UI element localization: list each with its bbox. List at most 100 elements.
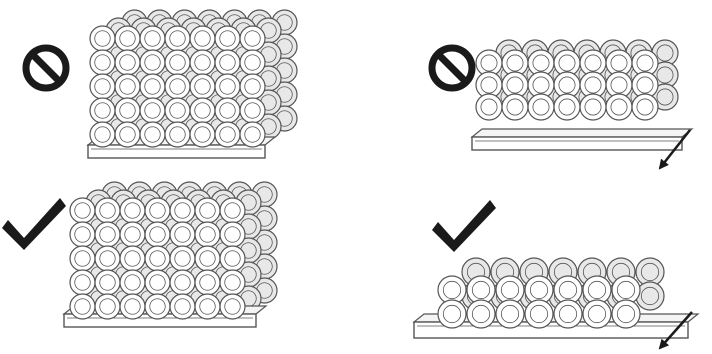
bottle-end — [240, 122, 265, 147]
prohibited-icon — [432, 48, 472, 88]
bottle-end — [215, 122, 240, 147]
bottle-end — [190, 26, 215, 51]
bottle-front — [525, 300, 553, 328]
bottle-end — [195, 294, 220, 319]
bottle-end — [140, 122, 165, 147]
bottle-end — [115, 98, 140, 123]
bottle-end — [636, 282, 664, 310]
bottle-front — [195, 198, 220, 223]
bottle-end — [165, 98, 190, 123]
bottle-end — [554, 94, 580, 120]
bottle-end — [215, 26, 240, 51]
bottle-end — [115, 50, 140, 75]
bottle-end — [632, 94, 658, 120]
bottle-end — [145, 198, 170, 223]
bottle-end — [170, 270, 195, 295]
bottle-front — [220, 198, 245, 223]
bottle-front — [190, 26, 215, 51]
bottle-front — [120, 270, 145, 295]
panel-shelf-slide-ok — [414, 200, 698, 348]
bottle-front — [140, 26, 165, 51]
bottle-end — [195, 222, 220, 247]
bottle-front — [70, 222, 95, 247]
bottle-end — [145, 270, 170, 295]
bottle-front — [240, 122, 265, 147]
bottle-end — [170, 222, 195, 247]
bottle-front — [95, 294, 120, 319]
bottle-front — [90, 26, 115, 51]
bottle-front — [95, 270, 120, 295]
bottle-end — [195, 198, 220, 223]
bottle-front — [215, 98, 240, 123]
bottle-end — [580, 94, 606, 120]
bottle-end — [145, 294, 170, 319]
bottle-end — [220, 270, 245, 295]
bottle-end — [240, 26, 265, 51]
bottle-end — [90, 122, 115, 147]
bottle-end — [70, 270, 95, 295]
bottle-front — [195, 294, 220, 319]
bottle-end — [95, 246, 120, 271]
bottle-end — [190, 74, 215, 99]
bottle-front — [90, 122, 115, 147]
panel-shelf-slide-wrong — [432, 40, 692, 168]
bottle-front — [612, 300, 640, 328]
bottle-end — [120, 222, 145, 247]
bottle-front — [120, 246, 145, 271]
checkmark-icon — [2, 198, 66, 250]
bottle-end — [220, 222, 245, 247]
bottle-front — [90, 50, 115, 75]
bottle-end — [190, 98, 215, 123]
bottle-end — [95, 222, 120, 247]
bottle-front — [165, 122, 190, 147]
bottle-front — [195, 270, 220, 295]
bottle-front — [145, 270, 170, 295]
bottle-front — [240, 98, 265, 123]
bottle-front — [195, 222, 220, 247]
bottle-front — [90, 98, 115, 123]
bottle-end — [215, 98, 240, 123]
bottle-end — [215, 74, 240, 99]
bottle-front — [170, 270, 195, 295]
bottle-end — [120, 294, 145, 319]
bottle-front — [145, 222, 170, 247]
bottle-front — [115, 50, 140, 75]
bottle-front — [115, 98, 140, 123]
bottle-front — [140, 74, 165, 99]
bottle-end — [145, 246, 170, 271]
bottle-front — [145, 198, 170, 223]
bottle-end — [170, 294, 195, 319]
bottle-front — [220, 270, 245, 295]
bottle-front — [240, 26, 265, 51]
shelf-front — [472, 137, 682, 150]
bottle-front — [115, 74, 140, 99]
bottle-end — [90, 26, 115, 51]
bottle-front — [70, 270, 95, 295]
bottle-end — [115, 26, 140, 51]
bottle-front — [120, 294, 145, 319]
bottle-front — [215, 50, 240, 75]
bottle-front — [215, 74, 240, 99]
bottle-end — [140, 50, 165, 75]
bottle-end — [90, 98, 115, 123]
bottle-front — [496, 300, 524, 328]
bottle-end — [240, 98, 265, 123]
bottle-front — [170, 294, 195, 319]
bottle-end — [170, 246, 195, 271]
bottle-front — [220, 294, 245, 319]
bottle-front — [580, 94, 606, 120]
bottle-front — [215, 122, 240, 147]
bottle-end — [476, 94, 502, 120]
bottle-front — [502, 94, 528, 120]
shelf-top — [472, 129, 692, 137]
bottle-front — [220, 222, 245, 247]
bottle-end — [120, 270, 145, 295]
prohibited-icon — [26, 48, 66, 88]
bottle-end — [120, 198, 145, 223]
bottle-end — [612, 300, 640, 328]
bottle-front — [170, 222, 195, 247]
bottle-end — [502, 94, 528, 120]
bottle-end — [190, 50, 215, 75]
